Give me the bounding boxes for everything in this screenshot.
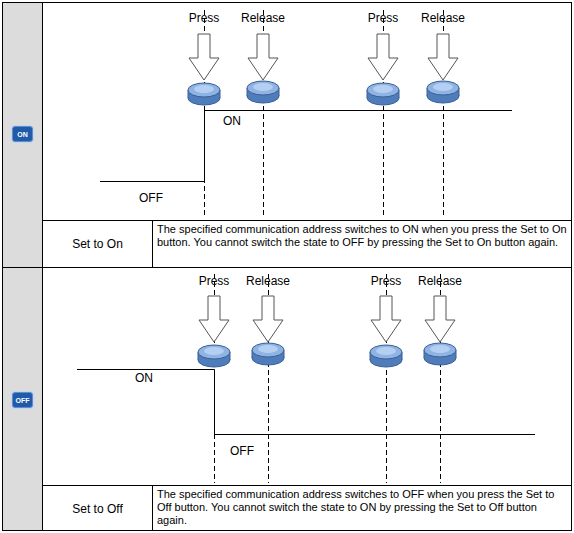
- state-label: ON: [135, 371, 153, 385]
- description-text: The specified communication address swit…: [157, 488, 567, 527]
- state-label: OFF: [139, 191, 163, 205]
- push-button: [188, 83, 220, 105]
- push-button: [370, 345, 402, 367]
- header-column: [2, 2, 42, 531]
- press-arrow: [199, 296, 229, 342]
- press-arrow: [371, 296, 401, 342]
- action-label: Press: [189, 11, 220, 25]
- push-button: [198, 345, 230, 367]
- release-arrow: [428, 34, 458, 80]
- description-text: The specified communication address swit…: [157, 223, 567, 249]
- table-cell: Set to Off: [43, 486, 152, 531]
- mode-icon: OFF: [12, 392, 33, 408]
- action-label: Release: [241, 11, 285, 25]
- push-button: [424, 343, 456, 365]
- press-arrow: [368, 34, 398, 80]
- grid-line: [152, 485, 153, 531]
- action-label: Press: [199, 274, 230, 288]
- grid-line: [42, 485, 572, 486]
- push-button: [252, 343, 284, 365]
- mode-icon: ON: [12, 126, 33, 142]
- push-button: [367, 83, 399, 105]
- state-label: OFF: [230, 444, 254, 458]
- action-label: Press: [371, 274, 402, 288]
- press-arrow: [189, 34, 219, 80]
- action-label: Press: [368, 11, 399, 25]
- push-button: [427, 81, 459, 103]
- push-button: [247, 81, 279, 103]
- action-label: Release: [418, 274, 462, 288]
- grid-line: [42, 2, 43, 531]
- table-border: [3, 3, 572, 531]
- table-cell: Set to On: [43, 221, 152, 267]
- grid-line: [42, 220, 572, 221]
- state-label: ON: [223, 114, 241, 128]
- release-arrow: [253, 296, 283, 342]
- grid-line: [152, 220, 153, 267]
- icon-text: ON: [17, 131, 28, 138]
- signal-waveform: [100, 111, 512, 182]
- release-arrow: [425, 296, 455, 342]
- action-label: Release: [246, 274, 290, 288]
- grid-line: [2, 267, 572, 268]
- action-label: Release: [421, 11, 465, 25]
- signal-waveform: [77, 370, 535, 435]
- icon-text: OFF: [16, 397, 30, 404]
- release-arrow: [248, 34, 278, 80]
